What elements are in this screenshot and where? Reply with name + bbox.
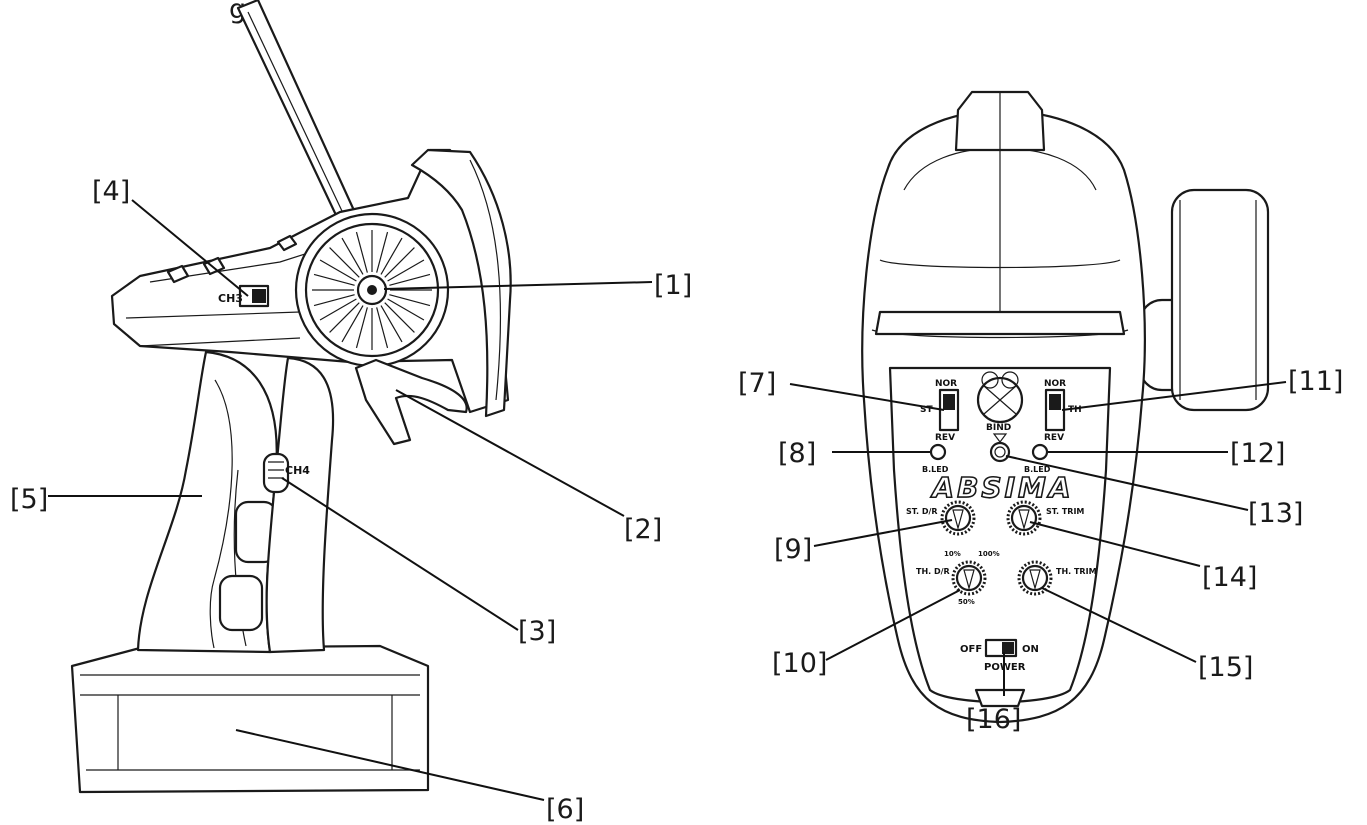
front-wheel-rim [1170,188,1270,412]
ch3-label: CH3 [218,292,243,305]
st-nor-label: NOR [935,379,957,389]
wheel-spoke [389,294,431,307]
top-knob-c [276,234,298,252]
callout-2: [2] [624,514,662,545]
leader-13 [1005,455,1249,511]
st-dr-dial [940,500,976,536]
wheel-spoke [319,298,357,321]
wheel-spoke [341,305,364,343]
th-nor-label: NOR [1044,379,1066,389]
callout-1: [1] [654,270,692,301]
callout-13: [13] [1248,498,1303,529]
leader-15 [1041,587,1197,663]
wheel-spoke [355,231,368,273]
leader-1 [383,281,653,290]
transmitter-side-view: g CH4 CH3 [10,0,692,825]
th-switch-knob [1049,394,1061,410]
st-switch-knob [943,394,955,410]
b-led-right-label: B.LED [1024,465,1051,474]
b-led-right [1031,443,1049,461]
bind-button [989,441,1011,463]
wheel-spoke [380,237,403,275]
wheel-spoke [384,247,415,278]
wheel-spoke [313,273,355,286]
throttle-trigger [354,358,468,446]
callout-4: [4] [92,176,130,207]
leader-14 [1029,521,1201,567]
callout-6: [6] [546,794,584,825]
bind-emblem [976,371,1024,424]
callout-9: [9] [774,534,812,565]
wheel-spoke [355,307,368,349]
ch3-switch-knob [252,289,266,303]
wheel-spoke [319,259,357,282]
on-label: ON [1022,644,1039,655]
callout-14: [14] [1202,562,1257,593]
wheel-spoke [384,302,415,333]
front-ledge [874,310,1126,336]
callout-3: [3] [518,616,556,647]
st-label: ST [920,405,933,415]
st-trim-label: ST. TRIM [1046,507,1084,516]
th-dr-100-label: 100% [978,550,1000,558]
wheel-spoke [329,302,360,333]
off-label: OFF [960,644,982,655]
grip-button-lower [218,574,264,632]
st-rev-label: REV [935,433,955,443]
b-led-left-label: B.LED [922,465,949,474]
front-bottom-notch [974,688,1026,708]
ch4-wheel [262,452,290,494]
leader-7 [789,383,945,411]
leader-3 [281,477,519,631]
th-label: TH [1068,405,1082,415]
top-knob-b [202,256,226,276]
wheel-spoke [387,298,425,321]
callout-5: [5] [10,484,48,515]
th-dr-label: TH. D/R [916,567,950,576]
leader-10 [825,589,961,661]
callout-8: [8] [778,438,816,469]
th-dr-dial [951,560,987,596]
callout-15: [15] [1198,652,1253,683]
leader-2 [395,389,625,517]
leader-9 [813,519,953,547]
top-knob-a [166,264,190,284]
th-trim-dial [1017,560,1053,596]
ch4-label: CH4 [285,464,310,477]
front-shroud [410,148,512,418]
wheel-spoke [376,231,389,273]
callout-7: [7] [738,368,776,399]
wheel-spoke [387,259,425,282]
th-dr-10-label: 10% [944,550,961,558]
wheel-spoke [313,294,355,307]
wheel-spoke [380,305,403,343]
bind-label: BIND [986,423,1011,433]
brand-logo: ABSIMA [930,471,1073,504]
callout-11: [11] [1288,366,1343,397]
st-dr-label: ST. D/R [906,507,938,516]
wheel-spoke [389,273,431,286]
wheel-spoke [341,237,364,275]
steering-wheel [294,212,450,368]
transmitter-front-view: NOR ST REV NOR TH REV BIND B.LED B.LED A… [738,90,1343,735]
callout-12: [12] [1230,438,1285,469]
antenna [236,0,364,234]
callout-10: [10] [772,648,827,679]
wheel-spoke [329,247,360,278]
leader-4 [131,199,249,297]
th-trim-label: TH. TRIM [1056,567,1097,576]
st-trim-dial [1006,500,1042,536]
th-rev-label: REV [1044,433,1064,443]
power-switch-knob [1002,642,1014,654]
callout-16: [16] [966,704,1021,735]
leader-11 [1061,381,1287,411]
wheel-spoke [376,307,389,349]
leader-6 [235,729,545,801]
th-dr-50-label: 50% [958,598,975,606]
b-led-left [929,443,947,461]
grip-front [265,356,335,654]
